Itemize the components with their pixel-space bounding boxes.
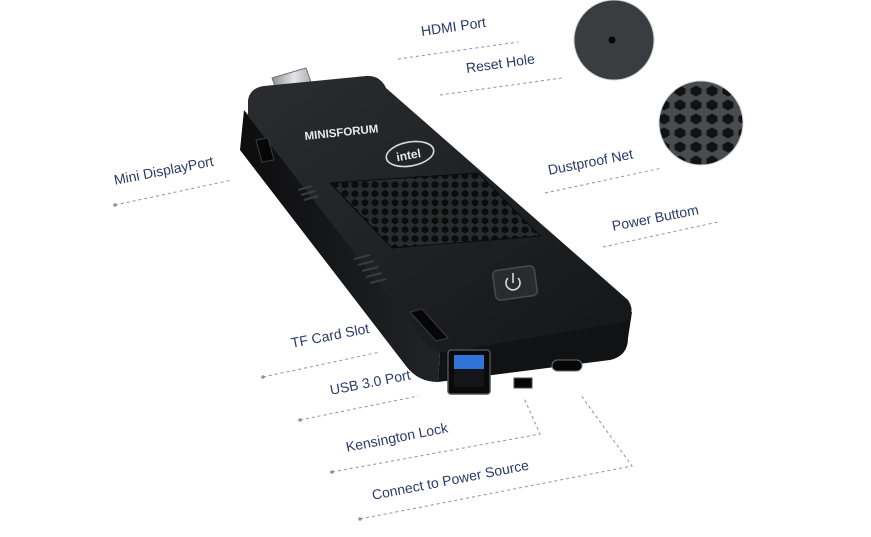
kensington-slot [513,377,533,389]
mini-displayport [255,137,275,163]
intel-badge: intel [385,140,435,168]
reset-hole-zoom [573,0,655,81]
usb-port [447,349,491,395]
usb-c-port [551,359,583,372]
side-vents-top [297,185,319,201]
power-button[interactable] [492,265,538,301]
leader-dots [113,203,362,521]
device-side [240,110,440,382]
dustproof-net-zoom [658,80,744,166]
leader-lines [114,41,719,520]
tf-card-slot [409,308,449,342]
dustproof-grille [328,172,542,249]
power-icon [505,273,521,291]
side-vents-bottom [353,254,387,284]
intel-logo-text: intel [395,146,422,164]
